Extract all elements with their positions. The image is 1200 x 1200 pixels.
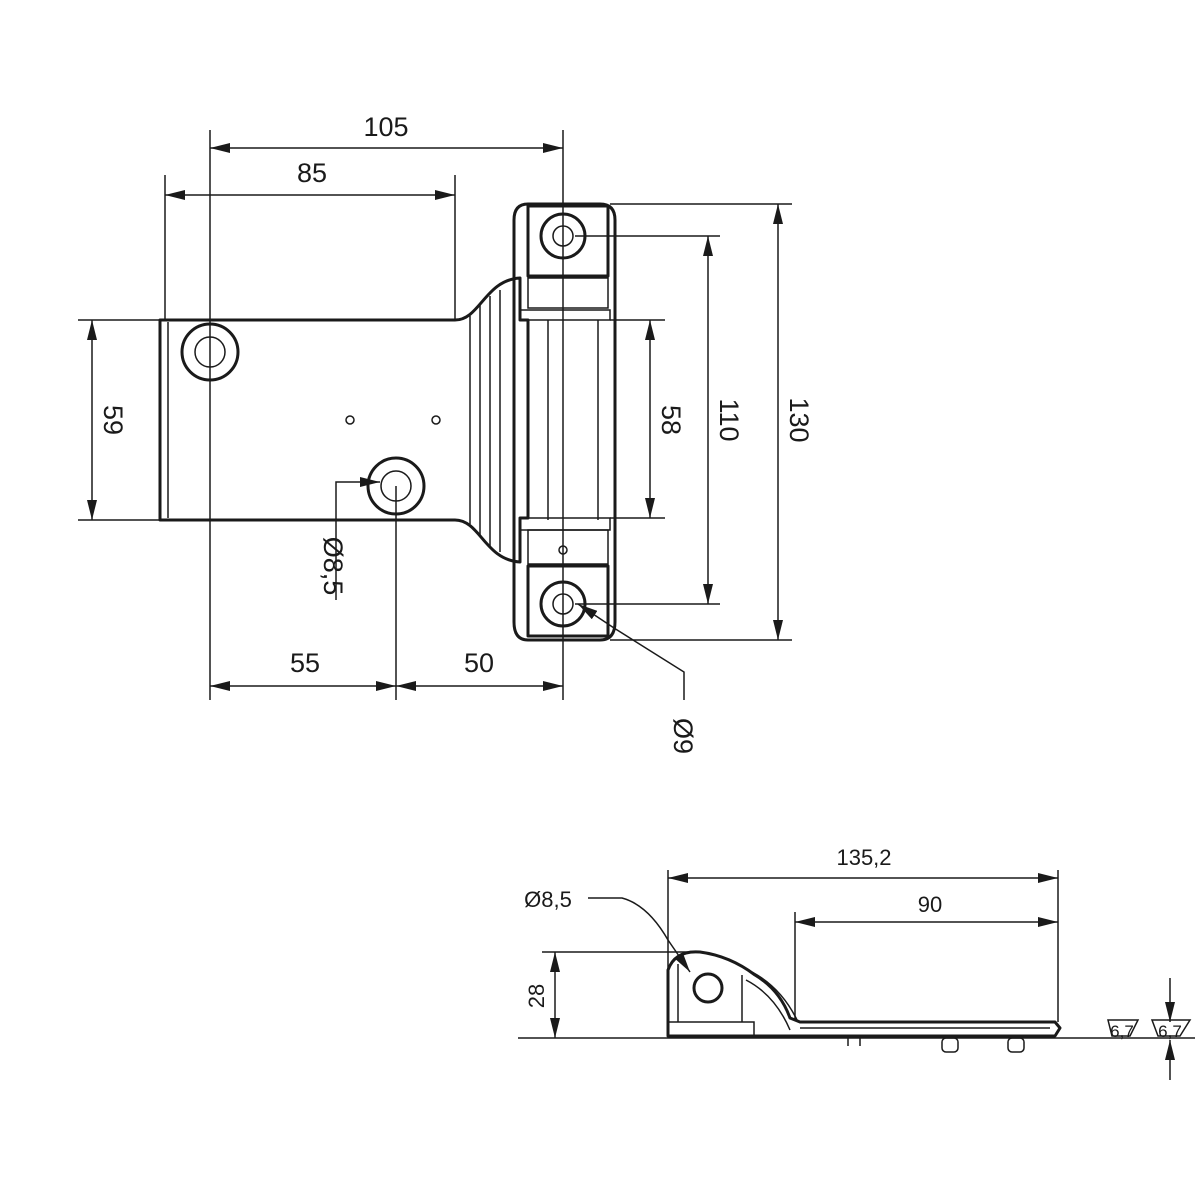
dim-text-thickness-b: 6,7 xyxy=(1158,1022,1182,1041)
dim-text-side-hole-diameter: Ø8,5 xyxy=(524,887,572,912)
leader-side-hole xyxy=(588,897,691,973)
side-rivet-1 xyxy=(941,1037,959,1053)
dim-text-thickness-a: 6,7 xyxy=(1110,1022,1134,1041)
dim-text-50: 50 xyxy=(464,648,494,678)
side-profile xyxy=(666,950,1062,1053)
mounting-plate xyxy=(158,276,530,564)
dim-text-59: 59 xyxy=(98,405,128,435)
leader-plate-hole xyxy=(335,477,380,600)
dim-text-85: 85 xyxy=(297,158,327,188)
dim-text-plate-hole-diameter: Ø8,5 xyxy=(318,537,348,596)
dim-text-58: 58 xyxy=(656,405,686,435)
dim-text-knuckle-hole-diameter: Ø9 xyxy=(668,718,698,754)
dim-text-130: 130 xyxy=(784,397,814,442)
dim-text-28: 28 xyxy=(524,984,549,1008)
rivet-dot-left xyxy=(345,415,355,425)
top-view: 105 85 59 58 110 130 55 50 Ø8,5 Ø9 xyxy=(78,112,814,754)
rivet-dot-right xyxy=(431,415,441,425)
dim-text-110: 110 xyxy=(714,398,744,441)
side-hole xyxy=(692,972,724,1004)
dim-text-90: 90 xyxy=(918,892,942,917)
side-rivet-2 xyxy=(1007,1037,1025,1053)
dim-text-55: 55 xyxy=(290,648,320,678)
dim-text-105: 105 xyxy=(363,112,408,142)
leader-knuckle-hole xyxy=(577,603,685,700)
side-view: 135,2 90 28 Ø8,5 6,7 6,7 xyxy=(518,845,1195,1080)
dim-text-135-2: 135,2 xyxy=(836,845,891,870)
